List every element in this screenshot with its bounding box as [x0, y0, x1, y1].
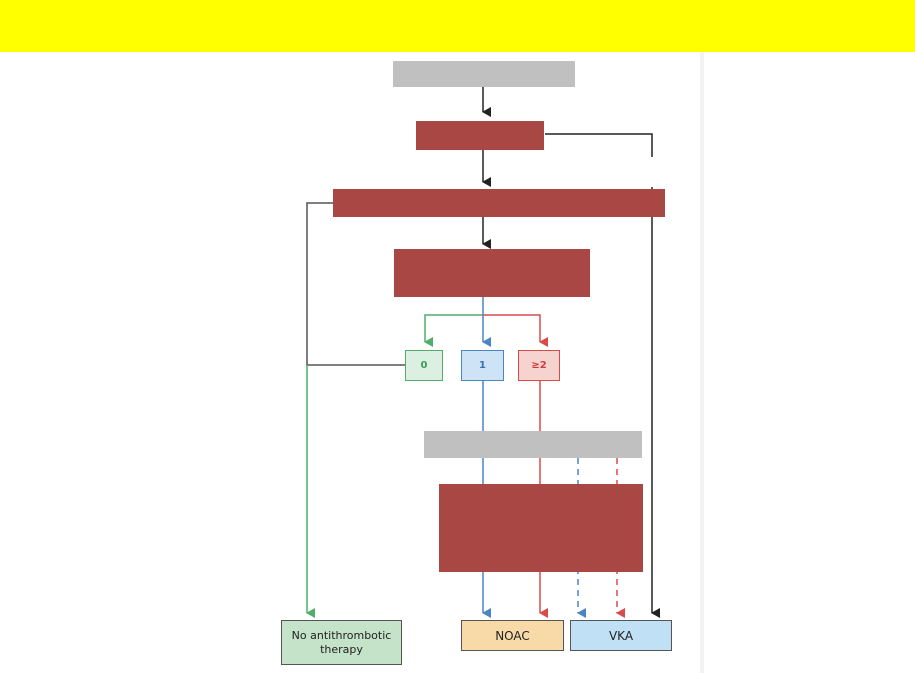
page-divider	[700, 52, 704, 673]
top-gray-box	[393, 61, 575, 87]
step-box-1	[416, 121, 544, 150]
middle-gray-box	[424, 431, 642, 458]
step-box-4	[439, 484, 643, 572]
vka-box: VKA	[570, 620, 672, 651]
score-box-two-plus: ≥2	[518, 350, 560, 381]
step-box-2	[333, 189, 665, 217]
score-box-one: 1	[461, 350, 504, 381]
vka-bypass-line	[545, 133, 653, 157]
red-branch	[483, 314, 548, 347]
left-bypass-line	[306, 202, 405, 366]
noac-box: NOAC	[461, 620, 564, 651]
green-branch	[424, 314, 483, 347]
score-box-zero: 0	[405, 350, 443, 381]
title-banner	[0, 0, 915, 52]
step-box-3	[394, 249, 590, 297]
no-antithrombotic-therapy-box: No antithrombotic therapy	[281, 620, 402, 665]
